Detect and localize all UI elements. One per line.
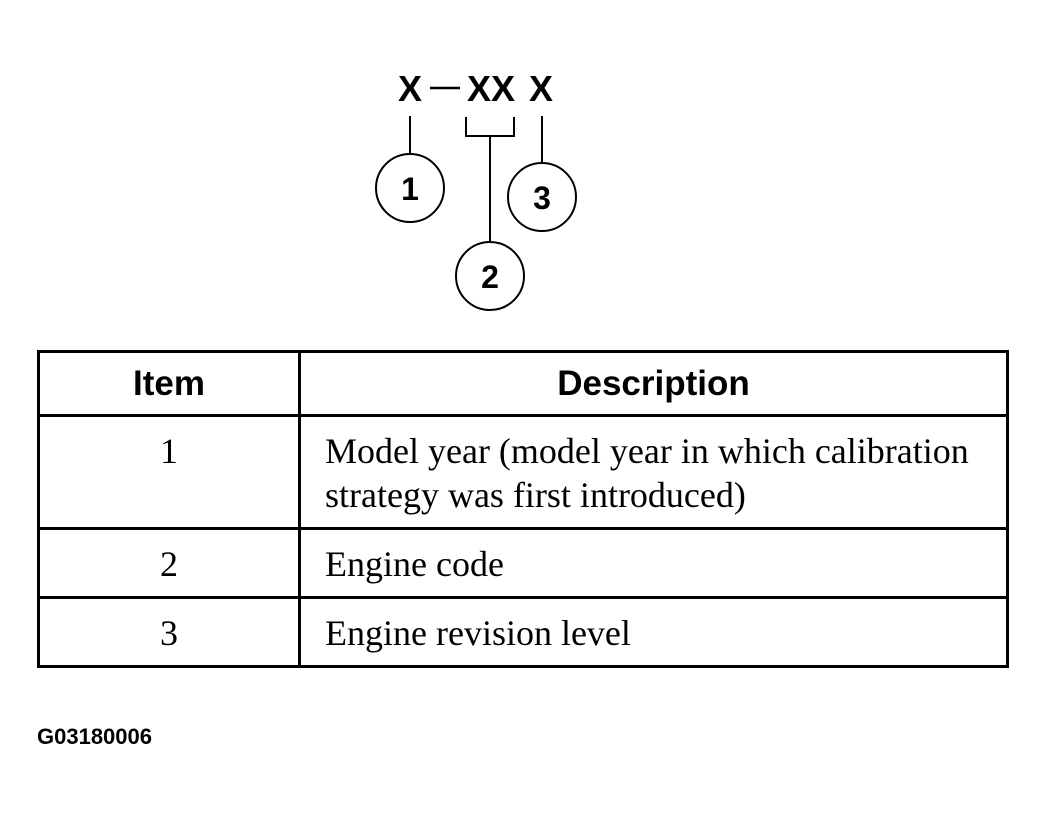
- calibration-code-diagram: X XX X 1 2 3: [375, 68, 577, 311]
- header-description: Description: [298, 350, 1009, 417]
- item-description: Model year (model year in which calibrat…: [298, 414, 1009, 530]
- item-description: Engine code: [298, 527, 1009, 599]
- figure-id: G03180006: [37, 724, 152, 749]
- code-part-engine-code: XX: [467, 68, 515, 109]
- table-header-row: Item Description: [37, 350, 1009, 417]
- callout-circle-1: [375, 153, 445, 223]
- bracket-engine-code: [465, 117, 515, 137]
- table-row: 3 Engine revision level: [37, 596, 1009, 668]
- item-description: Engine revision level: [298, 596, 1009, 668]
- table-row: 1 Model year (model year in which calibr…: [37, 414, 1009, 530]
- legend-table: Item Description 1 Model year (model yea…: [37, 350, 1009, 668]
- item-number: 2: [37, 527, 301, 599]
- item-number: 1: [37, 414, 301, 530]
- header-item: Item: [37, 350, 301, 417]
- callout-circle-2: [455, 241, 525, 311]
- callout-circle-3: [507, 162, 577, 232]
- callout-label-1: 1: [401, 171, 419, 207]
- code-part-revision: X: [529, 68, 553, 109]
- table-row: 2 Engine code: [37, 527, 1009, 599]
- callout-label-3: 3: [533, 180, 551, 216]
- code-part-model-year: X: [398, 68, 422, 109]
- item-number: 3: [37, 596, 301, 668]
- callout-label-2: 2: [481, 259, 499, 295]
